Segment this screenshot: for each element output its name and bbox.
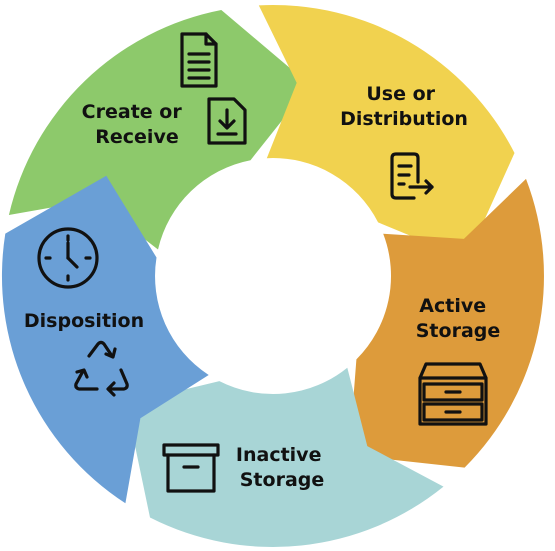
document-icon xyxy=(180,32,218,88)
segment-active-storage xyxy=(349,178,544,468)
clock-icon xyxy=(37,227,99,289)
download-document-icon xyxy=(207,97,247,145)
label-create-or-receive: Create or Receive xyxy=(82,101,189,148)
segment-inactive-storage xyxy=(126,367,444,547)
label-disposition: Disposition xyxy=(24,310,144,332)
segment-use-or-distribution xyxy=(258,5,515,259)
label-active-storage: Active Storage xyxy=(416,295,501,342)
recycle-icon xyxy=(74,340,129,397)
label-use-or-distribution: Use or Distribution xyxy=(340,83,468,130)
document-share-icon xyxy=(390,152,434,200)
filing-cabinet-icon xyxy=(418,362,488,426)
segment-disposition xyxy=(1,175,209,504)
label-inactive-storage: Inactive Storage xyxy=(236,444,328,491)
archive-box-icon xyxy=(162,443,220,493)
